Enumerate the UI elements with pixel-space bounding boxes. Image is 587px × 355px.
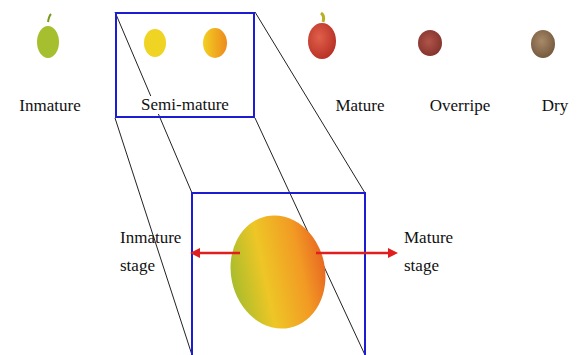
stage-label: Overripe xyxy=(430,97,490,115)
stage-label: Mature xyxy=(335,97,384,115)
zoom-box: Semi-mature xyxy=(115,12,255,118)
direction-label: Inmature stage xyxy=(120,224,186,280)
stage-label: Semi-mature xyxy=(139,96,231,114)
mango xyxy=(220,206,336,337)
zoom-frame xyxy=(192,193,365,355)
red-arrows xyxy=(190,248,398,258)
stage-label: Dry xyxy=(542,97,568,115)
zoom-lines xyxy=(115,12,365,355)
direction-label: Mature stage xyxy=(404,224,470,280)
stage-label: Inmature xyxy=(19,97,80,115)
